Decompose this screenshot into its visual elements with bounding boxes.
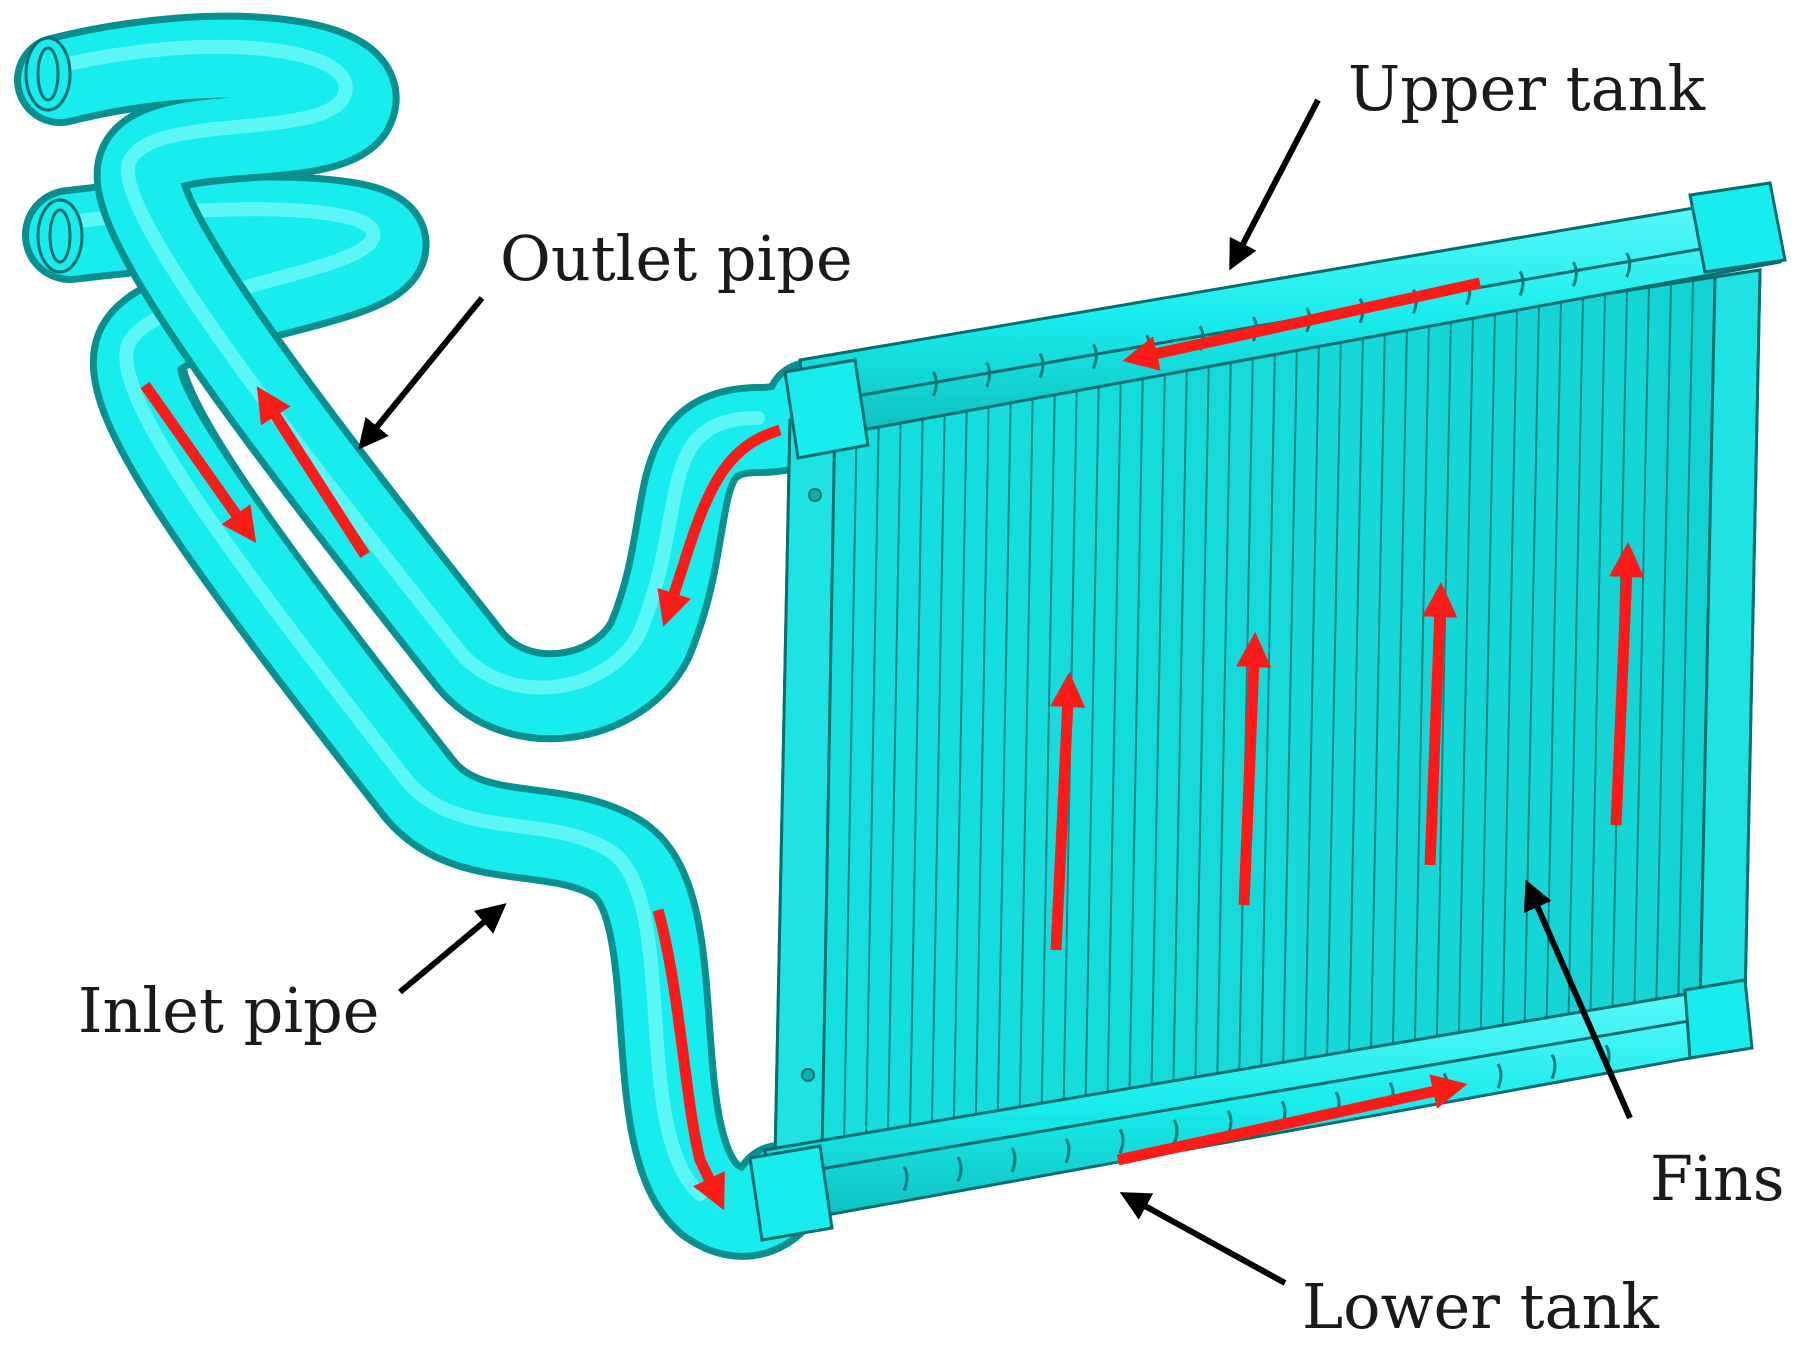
leader-fins: [1523, 879, 1633, 1120]
fin-line: [952, 392, 968, 1132]
fin-line: [886, 402, 902, 1143]
tank-rib: [1091, 343, 1098, 370]
tank-rib: [1625, 252, 1632, 278]
leader-outlet-pipe: [358, 296, 485, 450]
fin-line: [930, 395, 946, 1135]
fin-line: [1172, 358, 1188, 1095]
leader-arrows: [358, 98, 1633, 1286]
fin-line: [1413, 321, 1430, 1055]
fin-line: [1106, 368, 1122, 1106]
fin-line: [908, 399, 924, 1139]
tank-rib: [1571, 261, 1578, 287]
flow-arrow-upper-tank: [1122, 277, 1482, 371]
pipe-end-fittings: [24, 36, 84, 274]
fin-line: [1633, 287, 1650, 1018]
outlet-pipe-label: Outlet pipe: [500, 222, 853, 295]
flow-arrows: [140, 277, 1645, 1211]
fin-line: [1194, 355, 1210, 1091]
fin-line: [1281, 341, 1298, 1077]
fin-line: [1369, 327, 1386, 1062]
fin-line: [1128, 365, 1144, 1102]
fin-line: [1325, 334, 1342, 1070]
lower-tank: [748, 978, 1754, 1242]
fins-label: Fins: [1650, 1142, 1785, 1215]
tank-rib: [1518, 270, 1525, 296]
fin-line: [1391, 324, 1408, 1059]
fin-line: [1479, 310, 1496, 1044]
fin-line: [842, 409, 858, 1150]
fin-line: [1303, 338, 1320, 1073]
leader-lower-tank: [1119, 1192, 1287, 1286]
fin-line: [1589, 293, 1606, 1026]
fin-line: [1216, 351, 1232, 1088]
fin-line: [1238, 348, 1254, 1084]
tank-rib: [902, 1165, 909, 1192]
fin-line: [1084, 372, 1100, 1110]
tank-rib: [1550, 1053, 1557, 1080]
fin-line: [1501, 307, 1518, 1040]
fin-line: [1677, 280, 1694, 1011]
outlet-pipe: [14, 12, 859, 743]
flow-arrow-core-3: [1422, 581, 1458, 866]
tank-rib: [1038, 352, 1045, 379]
fin-line: [996, 385, 1012, 1124]
fin-line: [974, 389, 990, 1128]
flow-arrow-core-4: [1609, 541, 1645, 826]
fin-line: [1457, 314, 1474, 1048]
flow-arrow-outlet-bend: [657, 424, 782, 627]
flow-arrow-outlet-up: [256, 386, 370, 558]
fin-line: [1655, 283, 1672, 1015]
tank-rib: [1172, 1119, 1179, 1145]
flow-arrow-lower-tank: [1116, 1074, 1468, 1166]
fin-line: [864, 406, 880, 1146]
tank-rib: [1064, 1137, 1071, 1164]
fin-line: [1018, 382, 1034, 1121]
fin-line: [1523, 304, 1540, 1037]
leader-inlet-pipe: [398, 903, 507, 995]
tank-rib: [1010, 1147, 1017, 1173]
fin-line: [1347, 331, 1364, 1066]
flow-arrow-inlet-down: [140, 381, 257, 544]
fin-line: [1567, 297, 1584, 1029]
fin-line: [1040, 378, 1056, 1117]
tank-rib: [985, 361, 992, 388]
tank-rib: [956, 1156, 963, 1182]
leader-upper-tank: [1229, 98, 1321, 271]
tank-rib: [1496, 1063, 1503, 1089]
upper-tank-label: Upper tank: [1348, 52, 1706, 125]
flow-arrow-inlet-bend: [652, 908, 725, 1211]
flow-arrow-core-1: [1050, 671, 1086, 951]
flow-arrow-core-2: [1236, 631, 1272, 906]
upper-tank: [783, 181, 1787, 460]
fin-line: [1150, 361, 1166, 1099]
tank-rib: [931, 371, 938, 397]
inlet-pipe: [22, 173, 828, 1260]
tank-rib: [1118, 1128, 1125, 1154]
fin-line: [1260, 344, 1276, 1081]
fin-line: [1435, 317, 1452, 1051]
inlet-pipe-label: Inlet pipe: [78, 974, 380, 1047]
lower-tank-label: Lower tank: [1302, 1270, 1659, 1343]
